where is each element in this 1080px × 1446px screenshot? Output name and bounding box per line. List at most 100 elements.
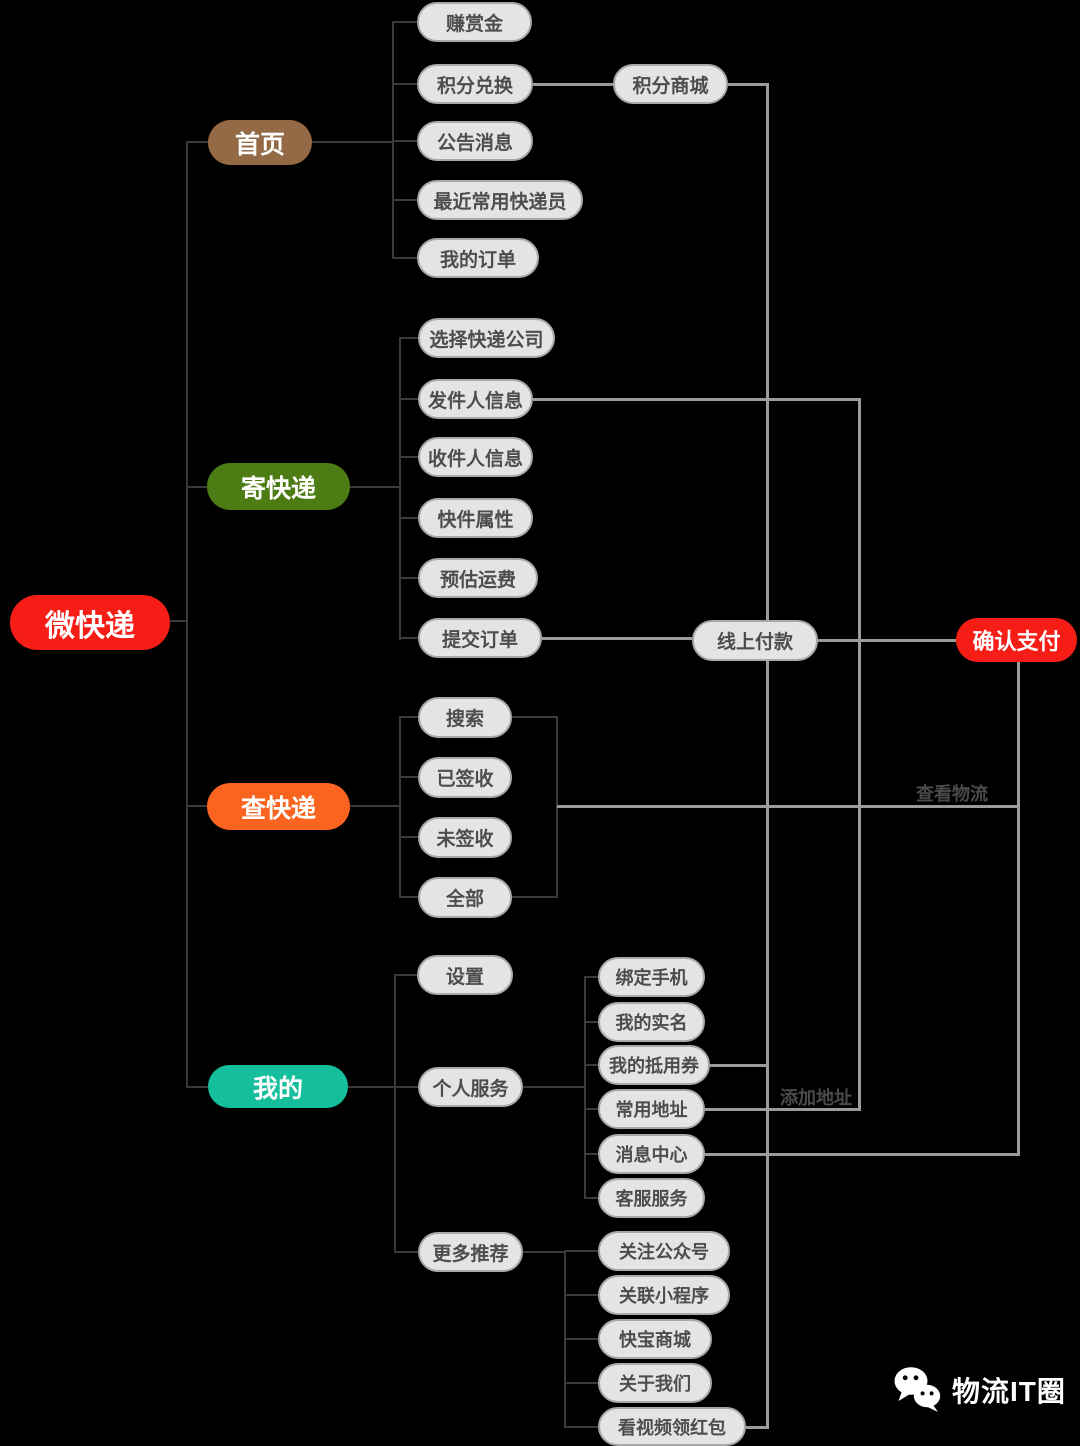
- node-sender-info[interactable]: 发件人信息: [418, 379, 533, 419]
- watermark-text: 物流IT圈: [952, 1375, 1066, 1407]
- node-parcel-attributes[interactable]: 快件属性: [418, 498, 533, 538]
- watermark: 物流IT圈: [893, 1366, 1066, 1413]
- connector-line: [399, 716, 401, 898]
- connector-line: [399, 337, 401, 640]
- connector-line: [392, 199, 417, 201]
- cross-link-line: [818, 639, 956, 642]
- connector-line: [186, 141, 208, 143]
- connector-line: [584, 1197, 598, 1199]
- node-online-payment[interactable]: 线上付款: [692, 620, 818, 661]
- connector-line: [564, 1382, 598, 1384]
- cross-link-line: [533, 83, 613, 86]
- node-all[interactable]: 全部: [418, 877, 512, 918]
- connector-line: [399, 577, 418, 579]
- node-linked-mini-programs[interactable]: 关联小程序: [598, 1275, 730, 1315]
- connector-line: [523, 1251, 566, 1253]
- connector-line: [186, 1086, 208, 1088]
- connector-line: [394, 974, 396, 1253]
- cross-link-line: [542, 637, 692, 640]
- connector-line: [399, 517, 418, 519]
- node-my-vouchers[interactable]: 我的抵用券: [598, 1045, 710, 1085]
- node-about-us[interactable]: 关于我们: [598, 1363, 712, 1403]
- connector-line: [399, 716, 418, 718]
- connector-line: [186, 141, 188, 1088]
- connector-line: [584, 1153, 598, 1155]
- node-announcements[interactable]: 公告消息: [417, 121, 533, 161]
- node-my-orders[interactable]: 我的订单: [417, 238, 539, 278]
- connector-line: [564, 1294, 598, 1296]
- connector-line: [399, 637, 418, 639]
- node-confirm-payment[interactable]: 确认支付: [956, 618, 1077, 662]
- cross-link-line: [858, 398, 861, 1110]
- cross-link-line: [557, 805, 1019, 808]
- connector-line: [392, 21, 417, 23]
- connector-line: [392, 257, 417, 259]
- node-bind-phone[interactable]: 绑定手机: [598, 957, 705, 997]
- connector-line: [394, 1251, 418, 1253]
- connector-line: [584, 976, 598, 978]
- connector-line: [350, 486, 401, 488]
- connector-line: [348, 1086, 396, 1088]
- node-customer-service[interactable]: 客服服务: [598, 1178, 705, 1218]
- node-my-real-name[interactable]: 我的实名: [598, 1002, 705, 1042]
- node-submit-order[interactable]: 提交订单: [418, 618, 542, 658]
- connector-line: [394, 1086, 418, 1088]
- connector-line: [392, 140, 417, 142]
- node-kuaibao-mall[interactable]: 快宝商城: [598, 1319, 712, 1359]
- cross-link-line: [728, 83, 769, 86]
- connector-line: [564, 1426, 598, 1428]
- node-settings[interactable]: 设置: [417, 955, 513, 995]
- cross-link-line: [710, 1064, 769, 1067]
- node-mine[interactable]: 我的: [208, 1065, 348, 1108]
- connector-line: [564, 1250, 598, 1252]
- node-unsigned[interactable]: 未签收: [418, 817, 512, 858]
- node-points-exchange[interactable]: 积分兑换: [417, 64, 533, 104]
- connector-line: [523, 1086, 586, 1088]
- node-signed[interactable]: 已签收: [418, 757, 512, 798]
- connector-line: [186, 486, 207, 488]
- node-earn-reward[interactable]: 赚赏金: [417, 2, 532, 42]
- node-personal-services[interactable]: 个人服务: [418, 1067, 523, 1107]
- node-follow-official-account[interactable]: 关注公众号: [598, 1231, 730, 1271]
- cross-link-line: [766, 83, 769, 1428]
- connector-line: [399, 776, 418, 778]
- node-points-mall[interactable]: 积分商城: [613, 64, 728, 104]
- node-search[interactable]: 搜索: [418, 697, 512, 738]
- node-more-recommendations[interactable]: 更多推荐: [418, 1232, 523, 1272]
- cross-link-line: [1017, 662, 1020, 1155]
- connector-line: [584, 1064, 598, 1066]
- node-root-weikuaidi[interactable]: 微快递: [10, 595, 170, 650]
- cross-link-line: [746, 1426, 769, 1429]
- node-track-express[interactable]: 查快递: [207, 783, 350, 830]
- node-send-express[interactable]: 寄快递: [207, 463, 350, 510]
- connector-line: [584, 976, 586, 1199]
- node-estimate-freight[interactable]: 预估运费: [418, 558, 538, 598]
- node-message-center[interactable]: 消息中心: [598, 1134, 705, 1174]
- connector-line: [399, 896, 418, 898]
- node-choose-company[interactable]: 选择快递公司: [418, 318, 555, 358]
- connector-line: [394, 974, 417, 976]
- node-home[interactable]: 首页: [208, 120, 312, 165]
- wechat-logo-icon: [893, 1366, 943, 1413]
- cross-link-line: [533, 398, 861, 401]
- cross-link-line: [705, 1153, 1020, 1156]
- connector-line: [350, 805, 401, 807]
- node-watch-video-red-packet[interactable]: 看视频领红包: [598, 1407, 746, 1446]
- node-receiver-info[interactable]: 收件人信息: [418, 437, 533, 477]
- connector-line: [399, 456, 418, 458]
- connector-line: [512, 896, 558, 898]
- connector-line: [186, 805, 207, 807]
- connector-line: [564, 1338, 598, 1340]
- link-label-view-logistics: 查看物流: [916, 784, 988, 804]
- link-label-add-address: 添加地址: [780, 1088, 852, 1108]
- connector-line: [399, 836, 418, 838]
- node-recent-couriers[interactable]: 最近常用快递员: [417, 180, 583, 220]
- connector-line: [312, 141, 394, 143]
- connector-line: [170, 620, 187, 622]
- connector-line: [399, 337, 418, 339]
- connector-line: [392, 83, 417, 85]
- connector-line: [399, 398, 418, 400]
- cross-link-line: [705, 1108, 861, 1111]
- node-common-addresses[interactable]: 常用地址: [598, 1089, 705, 1129]
